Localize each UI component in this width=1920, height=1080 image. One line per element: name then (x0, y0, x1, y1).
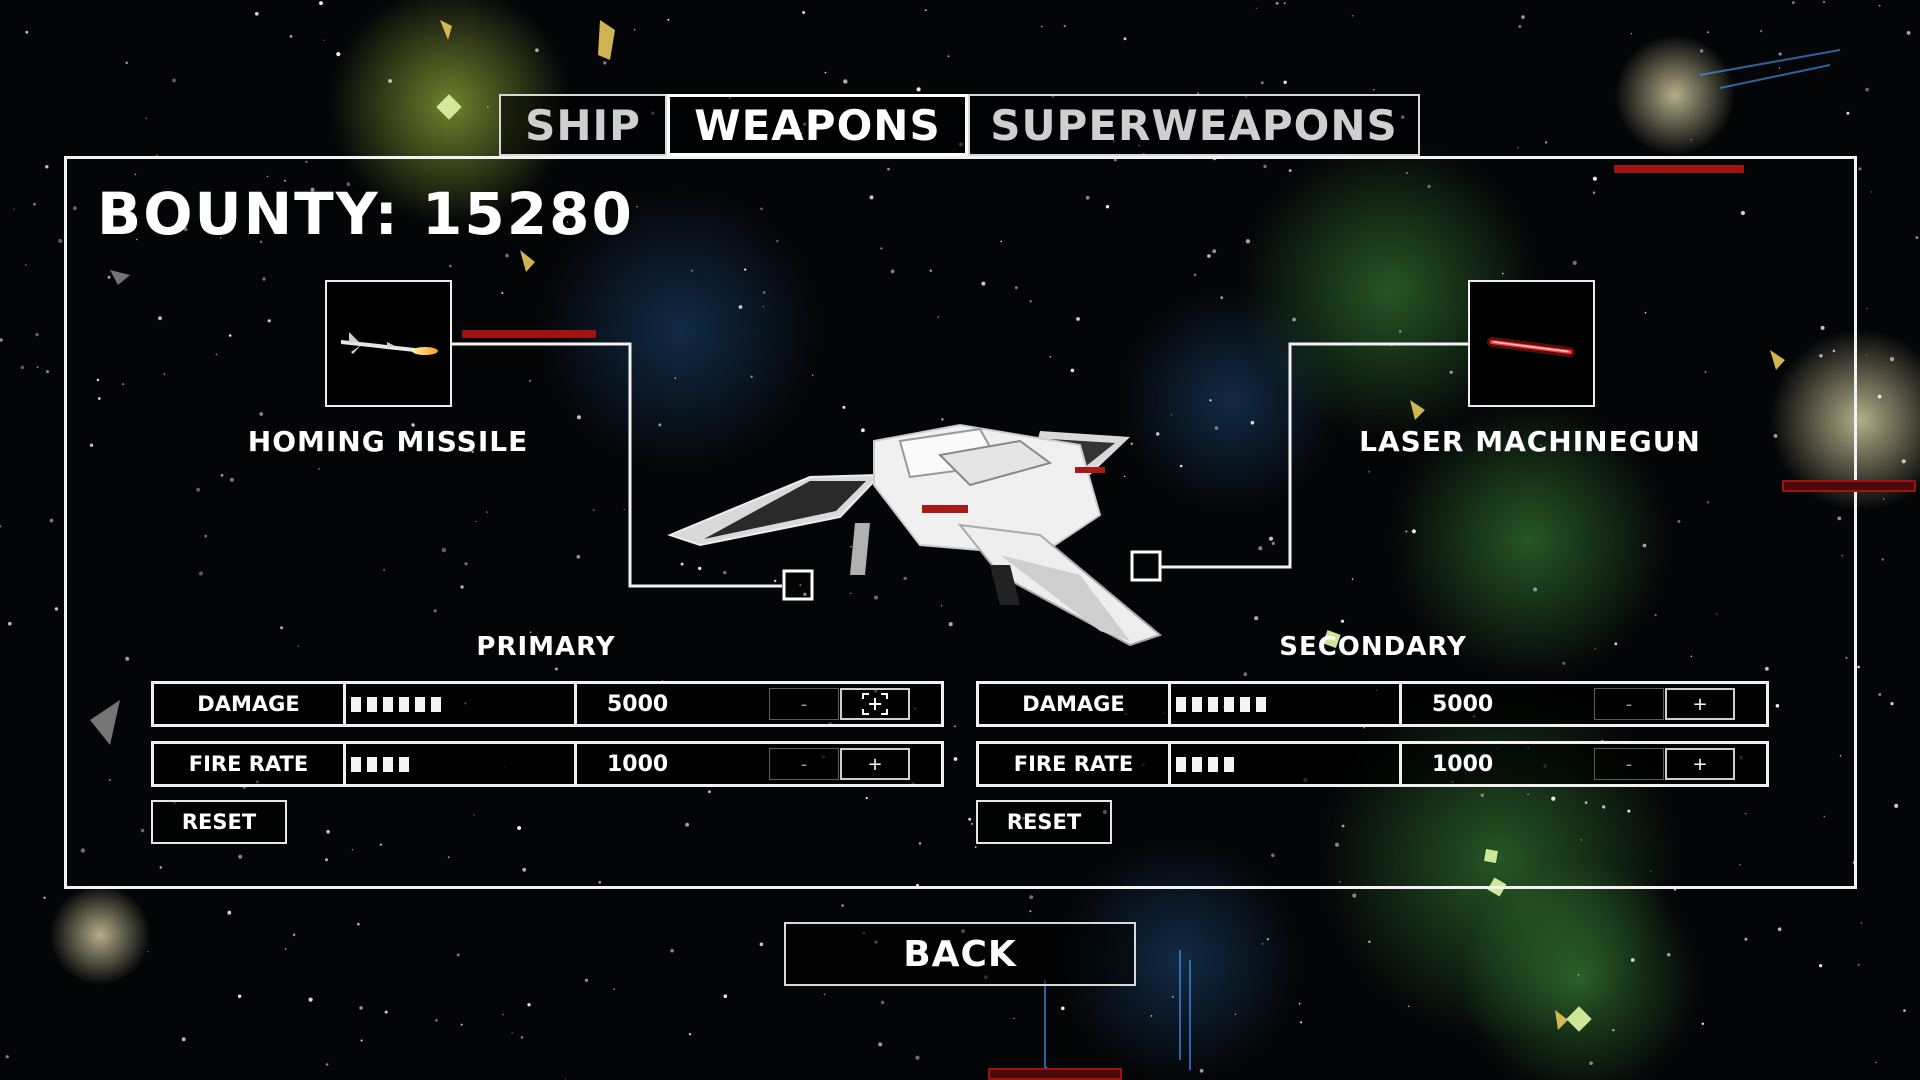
stat-value: 5000 (574, 684, 757, 724)
stat-value: 1000 (1399, 744, 1582, 784)
secondary-reset-button[interactable]: RESET (976, 800, 1112, 844)
primary-weapon-slot[interactable] (325, 280, 452, 407)
fire-rate-level-pips (1176, 757, 1234, 773)
level-pip (1224, 757, 1234, 772)
enemy-health-bar (1614, 165, 1744, 173)
increase-button[interactable]: + (1665, 688, 1735, 720)
level-pip (367, 697, 377, 712)
stat-label: FIRE RATE (979, 744, 1171, 784)
level-pip (1240, 697, 1250, 712)
level-pip (383, 697, 393, 712)
secondary-weapon-slot[interactable] (1468, 280, 1595, 407)
decrease-button[interactable]: - (769, 748, 839, 780)
primary-heading: PRIMARY (476, 632, 616, 662)
damage-level-pips (1176, 697, 1266, 713)
level-pip (431, 697, 441, 712)
level-pip (1224, 697, 1234, 712)
stat-label: DAMAGE (979, 684, 1171, 724)
primary-weapon-name: HOMING MISSILE (247, 425, 529, 458)
level-pip (399, 757, 409, 772)
decrease-button[interactable]: - (1594, 748, 1664, 780)
secondary-damage-row: DAMAGE 5000 - + (976, 681, 1769, 727)
increase-button[interactable]: + (1665, 748, 1735, 780)
primary-fire-rate-row: FIRE RATE 1000 - + (151, 741, 944, 787)
enemy-health-bar (988, 1068, 1122, 1080)
secondary-heading: SECONDARY (1279, 632, 1467, 662)
stat-label: DAMAGE (154, 684, 346, 724)
level-pip (367, 757, 377, 772)
decrease-button[interactable]: - (769, 688, 839, 720)
bounty-counter: BOUNTY: 15280 (97, 180, 634, 248)
level-pip (415, 697, 425, 712)
crosshair-cursor-icon (860, 691, 890, 717)
damage-level-pips (351, 697, 441, 713)
level-pip (1176, 697, 1186, 712)
level-pip (1192, 757, 1202, 772)
level-pip (351, 757, 361, 772)
primary-damage-row: DAMAGE 5000 - (151, 681, 944, 727)
enemy-health-bar (1782, 480, 1916, 492)
weapons-panel (64, 156, 1857, 889)
stat-label: FIRE RATE (154, 744, 346, 784)
stat-value: 1000 (574, 744, 757, 784)
level-pip (383, 757, 393, 772)
homing-missile-icon (341, 332, 438, 355)
tab-weapons[interactable]: WEAPONS (667, 94, 968, 156)
back-button[interactable]: BACK (784, 922, 1136, 986)
level-pip (1208, 697, 1218, 712)
increase-button[interactable]: + (840, 748, 910, 780)
level-pip (1176, 757, 1186, 772)
enemy-health-bar (462, 330, 596, 338)
fire-rate-level-pips (351, 757, 409, 773)
laser-beam-icon (1487, 337, 1575, 357)
tab-ship[interactable]: SHIP (499, 94, 667, 156)
primary-reset-button[interactable]: RESET (151, 800, 287, 844)
secondary-fire-rate-row: FIRE RATE 1000 - + (976, 741, 1769, 787)
tab-superweapons[interactable]: SUPERWEAPONS (968, 94, 1420, 156)
stat-value: 5000 (1399, 684, 1582, 724)
secondary-weapon-name: LASER MACHINEGUN (1359, 425, 1701, 458)
decrease-button[interactable]: - (1594, 688, 1664, 720)
level-pip (399, 697, 409, 712)
level-pip (1192, 697, 1202, 712)
player-ship (667, 423, 1163, 647)
level-pip (1208, 757, 1218, 772)
level-pip (351, 697, 361, 712)
increase-button[interactable] (840, 688, 910, 720)
level-pip (1256, 697, 1266, 712)
